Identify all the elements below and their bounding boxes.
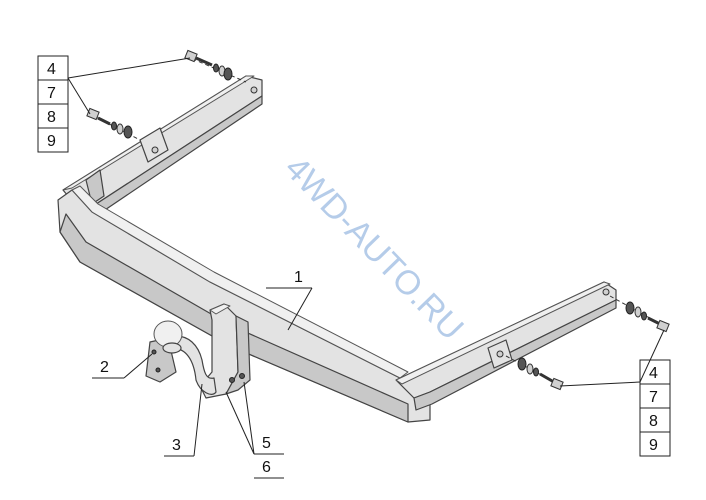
right-table-cell: 8	[649, 413, 658, 430]
left-table-cell: 4	[47, 61, 56, 78]
right-table-cell: 7	[649, 389, 658, 406]
drop-bracket	[199, 303, 251, 399]
left-table-cell: 9	[47, 133, 56, 150]
right-callout-table: 4 7 8 9	[559, 329, 671, 457]
callout-2: 2	[92, 353, 153, 379]
callout-1-label: 1	[294, 269, 303, 286]
watermark-text: 4WD-AUTO.RU	[277, 149, 471, 348]
left-table-cell: 7	[47, 85, 56, 102]
callout-5-label: 5	[262, 435, 271, 452]
main-beam	[57, 185, 431, 423]
right-table-cell: 4	[649, 365, 658, 382]
right-table-cell: 9	[649, 437, 658, 454]
callout-5-6: 5 6	[225, 381, 284, 479]
hardware-upper	[86, 49, 247, 141]
right-arm	[395, 281, 617, 411]
callout-3-label: 3	[172, 437, 181, 454]
left-arm	[62, 75, 263, 217]
tow-ball	[145, 320, 217, 395]
hardware-lower	[505, 295, 670, 391]
left-table-cell: 8	[47, 109, 56, 126]
callout-6-label: 6	[262, 459, 271, 476]
callout-3: 3	[164, 383, 203, 457]
left-callout-table: 4 7 8 9	[37, 55, 191, 153]
callout-2-label: 2	[100, 359, 109, 376]
callout-1: 1	[266, 269, 313, 331]
